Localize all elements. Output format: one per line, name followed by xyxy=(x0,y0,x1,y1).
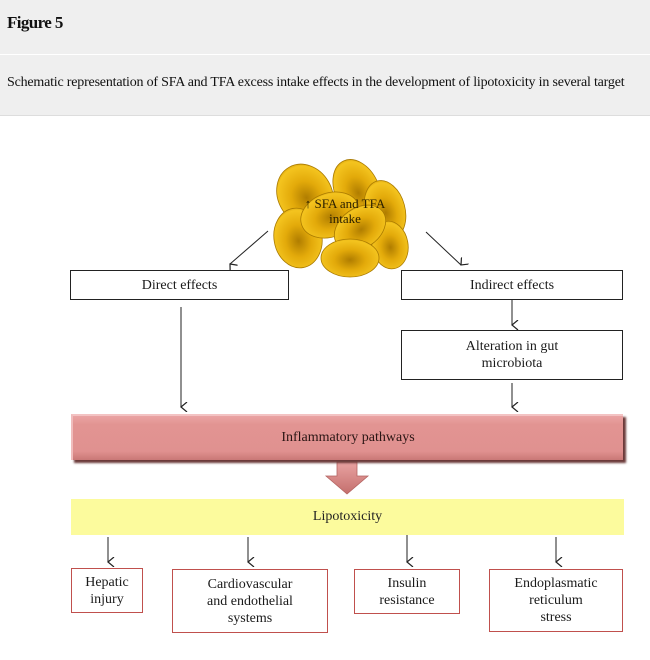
target-line: and endothelial xyxy=(207,593,293,609)
target-line: Insulin xyxy=(387,575,427,591)
gut-microbiota-box: Alteration in gut microbiota xyxy=(401,330,623,380)
gut-microbiota-line2: microbiota xyxy=(481,356,543,371)
fat-droplets-cluster-icon xyxy=(273,159,409,278)
target-box-insulin: Insulin resistance xyxy=(354,569,460,614)
target-box-hepatic: Hepatic injury xyxy=(71,568,143,613)
source-label-line2: intake xyxy=(329,211,361,226)
indirect-effects-label: Indirect effects xyxy=(469,277,555,293)
target-line: injury xyxy=(90,591,124,607)
target-box-er-stress: Endoplasmatic reticulum stress xyxy=(489,569,623,632)
target-box-cardiovascular: Cardiovascular and endothelial systems xyxy=(172,569,328,633)
inflammatory-pathways-label: Inflammatory pathways xyxy=(281,430,415,445)
lipotoxicity-box: Lipotoxicity xyxy=(71,499,624,535)
target-line: reticulum xyxy=(529,593,583,608)
target-line: resistance xyxy=(379,592,435,608)
figure-header: Figure 5 xyxy=(0,0,650,55)
target-line: Endoplasmatic xyxy=(514,576,598,591)
direct-effects-box: Direct effects xyxy=(70,270,289,300)
inflammatory-pathways-box: Inflammatory pathways xyxy=(71,414,623,460)
target-line: stress xyxy=(540,610,572,625)
indirect-effects-box: Indirect effects xyxy=(401,270,623,300)
figure-title: Figure 5 xyxy=(7,13,63,32)
down-arrow-icon xyxy=(324,461,370,495)
gut-microbiota-line1: Alteration in gut xyxy=(465,339,559,354)
arrow-to-direct xyxy=(230,230,269,264)
source-label: ↑ SFA and TFA intake xyxy=(290,196,400,226)
caption-bar: Schematic representation of SFA and TFA … xyxy=(0,55,650,116)
target-line: systems xyxy=(227,610,273,626)
droplet xyxy=(320,238,380,278)
figure-caption: Schematic representation of SFA and TFA … xyxy=(7,75,625,90)
direct-effects-label: Direct effects xyxy=(141,277,218,293)
lipotoxicity-label: Lipotoxicity xyxy=(312,509,383,524)
target-line: Hepatic xyxy=(85,574,129,590)
arrow-to-indirect xyxy=(425,231,461,265)
source-label-line1: ↑ SFA and TFA xyxy=(304,196,386,211)
target-line: Cardiovascular xyxy=(207,576,293,592)
